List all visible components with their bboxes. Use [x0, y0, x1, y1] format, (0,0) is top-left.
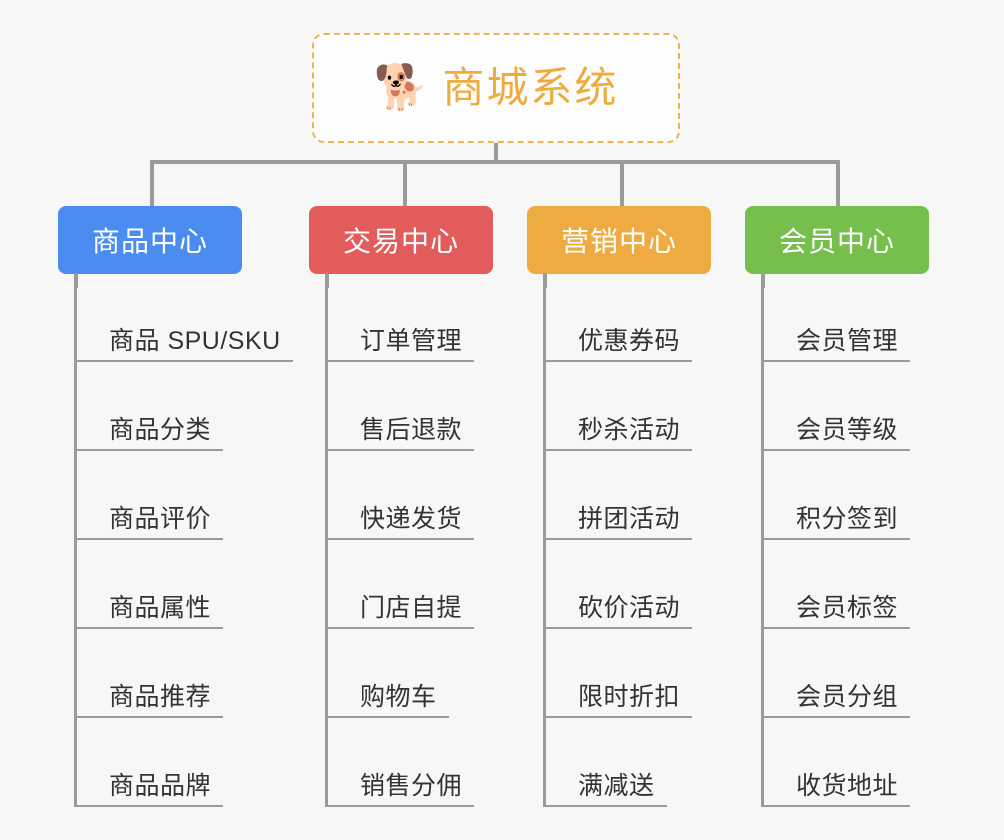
category-header-member-center[interactable]: 会员中心: [745, 206, 929, 274]
leaf-node[interactable]: 优惠券码: [546, 273, 693, 362]
leaf-node[interactable]: 限时折扣: [546, 629, 693, 718]
leaf-node-label: 商品属性: [109, 594, 212, 623]
leaf-node[interactable]: 商品 SPU/SKU: [77, 273, 293, 362]
connector-root-stem: [494, 143, 498, 163]
leaf-node-label: 售后退款: [360, 416, 463, 445]
leaf-node[interactable]: 快递发货: [328, 451, 475, 540]
branch-spine: [325, 273, 328, 807]
category-label: 营销中心: [560, 226, 677, 257]
branch-spine: [543, 273, 546, 807]
leaf-node-label: 满减送: [578, 772, 655, 801]
root-node[interactable]: 🐕 商城系统: [312, 33, 680, 143]
category-header-product-center[interactable]: 商品中心: [58, 206, 242, 274]
leaf-node-label: 商品 SPU/SKU: [109, 327, 281, 356]
leaf-node-label: 购物车: [360, 683, 437, 712]
leaf-node-label: 商品品牌: [109, 772, 212, 801]
leaf-node[interactable]: 售后退款: [328, 362, 475, 451]
leaf-node[interactable]: 收货地址: [764, 718, 911, 807]
category-label: 商品中心: [91, 226, 208, 257]
leaf-node[interactable]: 会员管理: [764, 273, 911, 362]
connector-drop-3: [620, 160, 624, 206]
connector-drop-1: [150, 160, 154, 206]
leaf-node-label: 订单管理: [360, 327, 463, 356]
branch-product-center: 商品 SPU/SKU 商品分类商品评价商品属性商品推荐商品品牌: [74, 273, 293, 807]
leaf-node[interactable]: 商品评价: [77, 451, 224, 540]
leaf-node[interactable]: 商品推荐: [77, 629, 224, 718]
leaf-node-label: 砍价活动: [578, 594, 681, 623]
leaf-node-label: 会员管理: [796, 327, 899, 356]
leaf-node[interactable]: 会员标签: [764, 540, 911, 629]
leaf-node-label: 积分签到: [796, 505, 899, 534]
leaf-node-label: 会员标签: [796, 594, 899, 623]
leaf-node[interactable]: 拼团活动: [546, 451, 693, 540]
leaf-node[interactable]: 门店自提: [328, 540, 475, 629]
leaf-node-label: 会员等级: [796, 416, 899, 445]
leaf-node-label: 商品推荐: [109, 683, 212, 712]
leaf-node-label: 销售分佣: [360, 772, 463, 801]
branch-marketing-center: 优惠券码秒杀活动拼团活动砍价活动限时折扣满减送: [543, 273, 753, 807]
branch-member-center: 会员管理会员等级积分签到会员标签会员分组收货地址: [761, 273, 971, 807]
leaf-node-label: 秒杀活动: [578, 416, 681, 445]
category-label: 交易中心: [342, 226, 459, 257]
branch-trade-center: 订单管理售后退款快递发货门店自提购物车销售分佣: [325, 273, 535, 807]
category-header-marketing-center[interactable]: 营销中心: [527, 206, 711, 274]
connector-drop-2: [403, 160, 407, 206]
leaf-node[interactable]: 商品品牌: [77, 718, 224, 807]
leaf-node[interactable]: 订单管理: [328, 273, 475, 362]
leaf-node[interactable]: 商品分类: [77, 362, 224, 451]
branch-spine: [74, 273, 77, 807]
branch-spine: [761, 273, 764, 807]
leaf-node[interactable]: 商品属性: [77, 540, 224, 629]
leaf-node-label: 门店自提: [360, 594, 463, 623]
leaf-node-label: 会员分组: [796, 683, 899, 712]
leaf-node-label: 限时折扣: [578, 683, 681, 712]
leaf-node[interactable]: 秒杀活动: [546, 362, 693, 451]
leaf-node-label: 商品分类: [109, 416, 212, 445]
leaf-node[interactable]: 会员分组: [764, 629, 911, 718]
leaf-node-label: 快递发货: [360, 505, 463, 534]
category-label: 会员中心: [778, 226, 895, 257]
leaf-node[interactable]: 满减送: [546, 718, 667, 807]
leaf-node[interactable]: 会员等级: [764, 362, 911, 451]
root-title: 商城系统: [442, 64, 619, 111]
connector-drop-4: [836, 160, 840, 206]
leaf-node[interactable]: 积分签到: [764, 451, 911, 540]
leaf-node-label: 收货地址: [796, 772, 899, 801]
dog-face-icon: 🐕: [373, 63, 429, 112]
connector-horizontal-bus: [150, 160, 840, 164]
leaf-node-label: 拼团活动: [578, 505, 681, 534]
leaf-node[interactable]: 购物车: [328, 629, 449, 718]
category-header-trade-center[interactable]: 交易中心: [309, 206, 493, 274]
leaf-node[interactable]: 销售分佣: [328, 718, 475, 807]
leaf-node-label: 优惠券码: [578, 327, 681, 356]
leaf-node-label: 商品评价: [109, 505, 212, 534]
leaf-node[interactable]: 砍价活动: [546, 540, 693, 629]
